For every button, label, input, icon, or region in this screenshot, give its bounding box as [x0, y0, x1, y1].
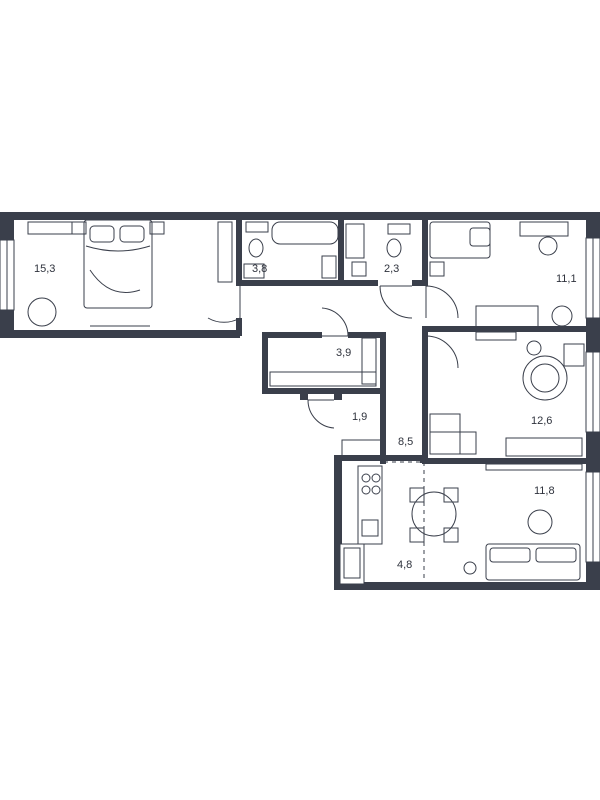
bathroom-furniture	[243, 221, 339, 279]
area-label-corridor: 8,5	[398, 436, 413, 448]
area-labels: 15,3 3,8 2,3 11,1 3,9 12,6 1,9 8,5 11,8 …	[34, 263, 577, 571]
bedroom-left-furniture	[27, 219, 233, 327]
walls	[0, 212, 600, 590]
wardrobe-furniture	[269, 337, 377, 387]
kitchen-furniture	[343, 465, 383, 579]
bedroom-middle-furniture	[429, 340, 585, 457]
hall-furniture	[341, 439, 383, 457]
area-label-hall-small: 1,9	[352, 411, 367, 423]
living-room-furniture	[409, 463, 583, 581]
doors	[207, 285, 459, 580]
area-label-living-room: 11,8	[534, 485, 555, 497]
area-label-toilet: 2,3	[384, 263, 399, 275]
area-label-bedroom-left: 15,3	[34, 263, 55, 275]
area-label-kitchen: 4,8	[397, 559, 412, 571]
area-label-bedroom-right: 11,1	[556, 273, 577, 285]
windows	[0, 237, 600, 585]
area-label-wardrobe: 3,9	[336, 347, 351, 359]
toilet-furniture	[345, 223, 411, 277]
area-label-bathroom: 3,8	[252, 263, 267, 275]
area-label-bedroom-middle: 12,6	[531, 415, 552, 427]
bedroom-right-furniture	[429, 221, 573, 341]
